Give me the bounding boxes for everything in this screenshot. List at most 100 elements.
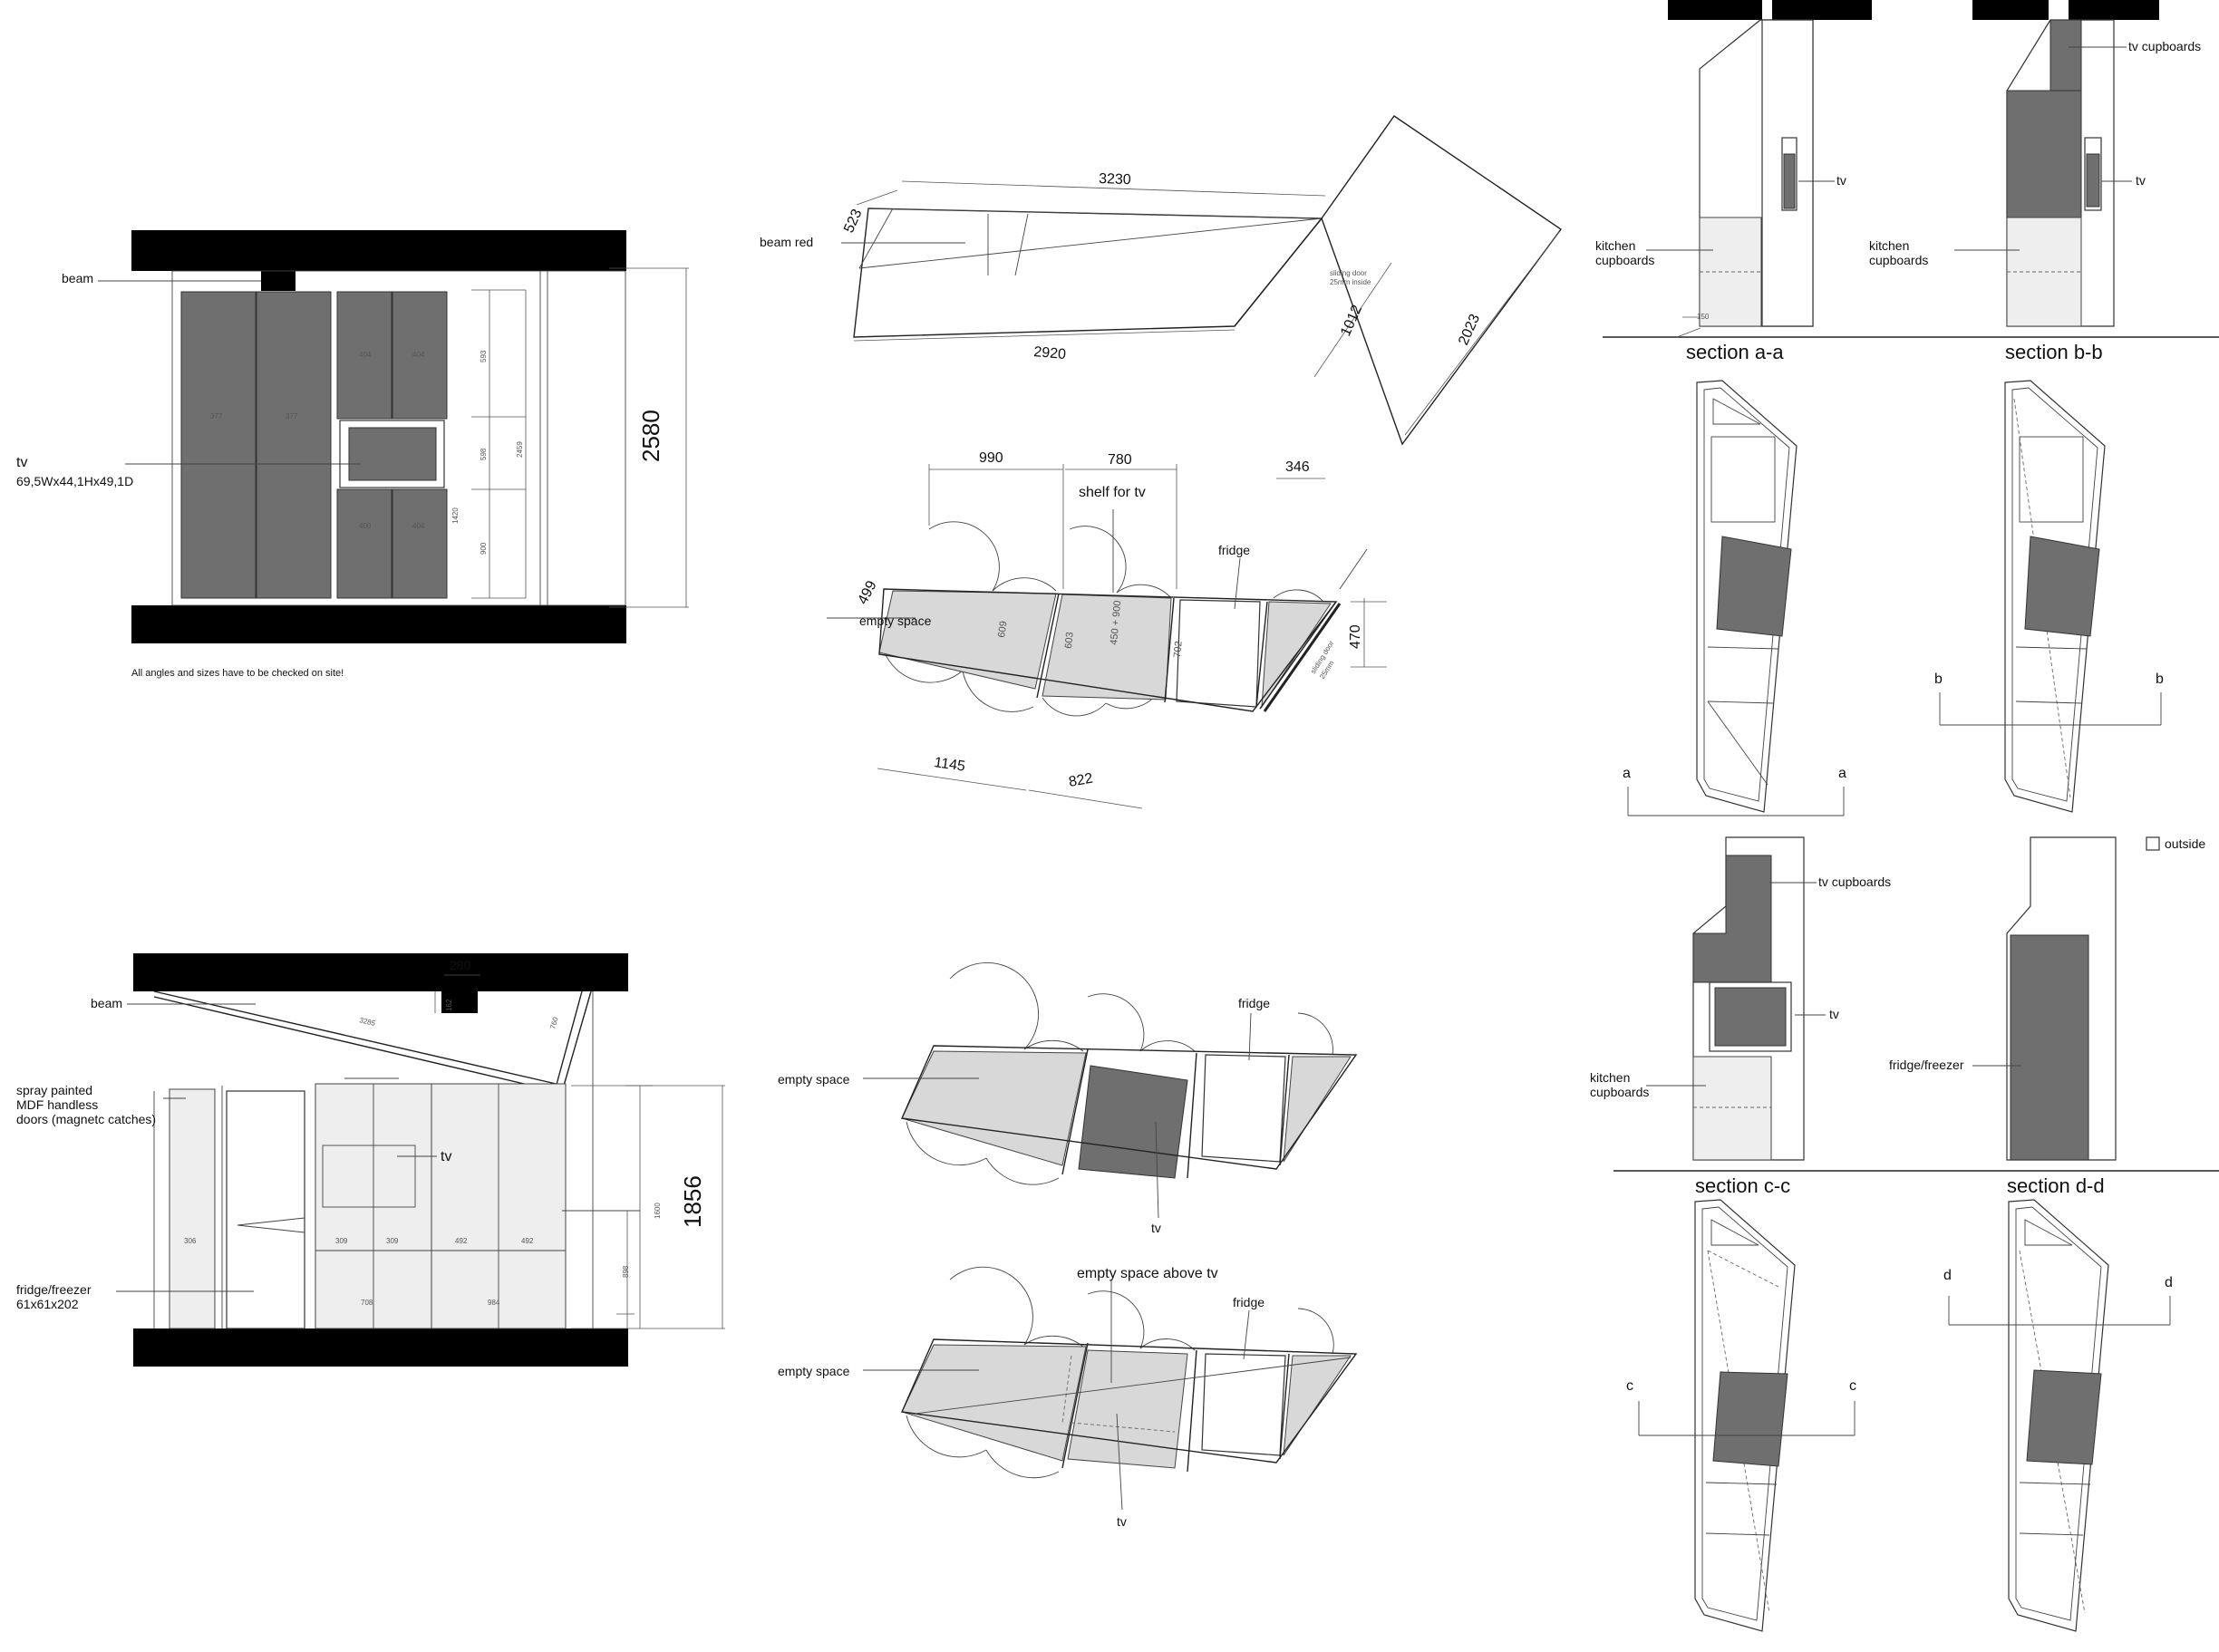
section-marker: d <box>1943 1268 1952 1283</box>
plan-outline: 3230 523 2920 1012 2023 beam red sliding… <box>760 115 1562 446</box>
label-fridge: fridge/freezer <box>16 1282 92 1297</box>
section-marker: a <box>1838 766 1846 781</box>
label-sliding: 25mm inside <box>1330 278 1371 286</box>
label-tv-cupboards: tv cupboards <box>2128 39 2201 53</box>
dim-inner: 603 <box>1063 632 1076 649</box>
label-tv: tv <box>1829 1007 1839 1021</box>
label-kitchen: cupboards <box>1590 1085 1649 1099</box>
dim-diag-long: 2023 <box>1456 312 1483 348</box>
dim-small: 593 <box>480 350 488 362</box>
section-title-aa: section a-a <box>1686 341 1784 363</box>
label-fridge: fridge <box>1238 996 1270 1010</box>
cabinet-door <box>256 291 332 599</box>
tv-cupboard <box>1692 855 1772 983</box>
dim-top: 990 <box>979 450 1003 466</box>
label-empty: empty space <box>859 613 932 628</box>
dim-small: 404 <box>359 351 372 359</box>
dim-height: 1856 <box>679 1175 706 1228</box>
dim-bottom: 1145 <box>933 755 966 775</box>
section-marker: c <box>1626 1378 1633 1394</box>
label-kitchen: kitchen <box>1869 238 1909 253</box>
section-marker: d <box>2165 1275 2173 1290</box>
tv-shelf-area <box>1042 594 1172 700</box>
label-spray: doors (magnetc catches) <box>16 1112 156 1126</box>
tv-cupboard <box>2049 19 2082 92</box>
label-kitchen: cupboards <box>1869 253 1928 267</box>
tv-block <box>2024 536 2100 637</box>
empty-space-area <box>901 1344 1087 1462</box>
dim-height: 2580 <box>637 410 664 462</box>
cabinet-door <box>336 291 392 420</box>
elevation-bottom: beam spray painted MDF handless doors (m… <box>16 953 725 1367</box>
dim-slope: 3285 <box>359 1016 377 1028</box>
dim-w: 306 <box>184 1237 197 1245</box>
tv-block <box>1716 536 1792 637</box>
floor-slab <box>133 1328 628 1367</box>
label-beam-red: beam red <box>760 235 813 249</box>
dim-small: 404 <box>412 351 425 359</box>
section-bb: tv cupboards tv kitchen cupboards sectio… <box>1869 0 2201 813</box>
dim-w: 309 <box>335 1237 348 1245</box>
above-tv-area <box>1067 1349 1188 1469</box>
kitchen-cupboard <box>2006 217 2082 327</box>
label-fridge: fridge <box>1233 1295 1265 1309</box>
label-sliding: sliding door <box>1330 269 1367 277</box>
tv-block <box>1712 1371 1788 1467</box>
label-empty: empty space <box>778 1072 850 1087</box>
label-tv: tv <box>16 455 27 470</box>
label-fridge: fridge/freezer <box>1889 1058 1964 1072</box>
cabinet-door <box>180 291 257 599</box>
label-spray: spray painted <box>16 1083 92 1097</box>
dim-inner: 702 <box>1172 641 1185 658</box>
dim-inner: 450 + 900 <box>1109 600 1123 645</box>
dim-beam-height: 162 <box>445 999 453 1011</box>
dim-beam-width: 280 <box>450 958 471 972</box>
label-kitchen: kitchen <box>1595 238 1635 253</box>
dim-small: 900 <box>480 542 488 555</box>
dim-left: 523 <box>841 207 865 235</box>
label-empty: empty space <box>778 1364 850 1378</box>
dim-top: 3230 <box>1099 171 1131 188</box>
label-kitchen: kitchen <box>1590 1070 1630 1085</box>
section-cc: tv cupboards tv kitchen cupboards sectio… <box>1590 836 2219 1632</box>
section-title-dd: section d-d <box>2007 1174 2105 1197</box>
section-marker: c <box>1849 1378 1856 1394</box>
corner-area <box>1283 1355 1352 1456</box>
fridge-area <box>1176 599 1261 708</box>
spray-panel <box>169 1088 216 1329</box>
label-spray: MDF handless <box>16 1097 98 1112</box>
dim-diag-short: 1012 <box>1338 303 1365 339</box>
plan-main: 990 780 346 499 470 1145 822 609 603 450… <box>827 450 1387 809</box>
dim-small: 400 <box>359 522 372 530</box>
label-fridge: fridge <box>1218 543 1250 557</box>
fridge-area <box>1201 1353 1286 1456</box>
label-tv: tv <box>1836 173 1846 188</box>
label-shelf: shelf for tv <box>1079 485 1146 500</box>
section-marker: a <box>1623 766 1631 781</box>
label-fridge-size: 61x61x202 <box>16 1297 79 1311</box>
floor-slab <box>131 605 626 643</box>
legend-label: outside <box>2165 836 2205 851</box>
dim-small: 598 <box>480 448 488 460</box>
dim-w: 984 <box>488 1299 500 1307</box>
elevation-top: beam tv 69,5Wx44,1Hx49,1D 2580 377 377 4… <box>16 230 689 679</box>
dim-top: 780 <box>1108 452 1132 468</box>
section-title-bb: section b-b <box>2005 341 2103 363</box>
section-dd: fridge/freezer section d-d d d <box>1889 836 2173 1632</box>
plan-tv: fridge empty space tv <box>778 962 1358 1235</box>
ceiling-slab <box>131 230 626 271</box>
tv-cupboard <box>2006 90 2082 218</box>
dim-w: 708 <box>361 1299 373 1307</box>
fridge-area <box>1201 1054 1286 1163</box>
ceiling-slab <box>133 953 628 991</box>
dim-left: 499 <box>855 578 879 607</box>
dim-bottom: 2920 <box>1033 344 1067 362</box>
dim-small: 377 <box>286 412 298 420</box>
dim-small-right: 760 <box>548 1016 559 1030</box>
label-tv: tv <box>2136 173 2146 188</box>
label-above-tv: empty space above tv <box>1077 1266 1218 1281</box>
tv-area <box>1078 1065 1188 1179</box>
fridge-opening <box>226 1090 305 1329</box>
tv-block <box>2086 153 2100 208</box>
